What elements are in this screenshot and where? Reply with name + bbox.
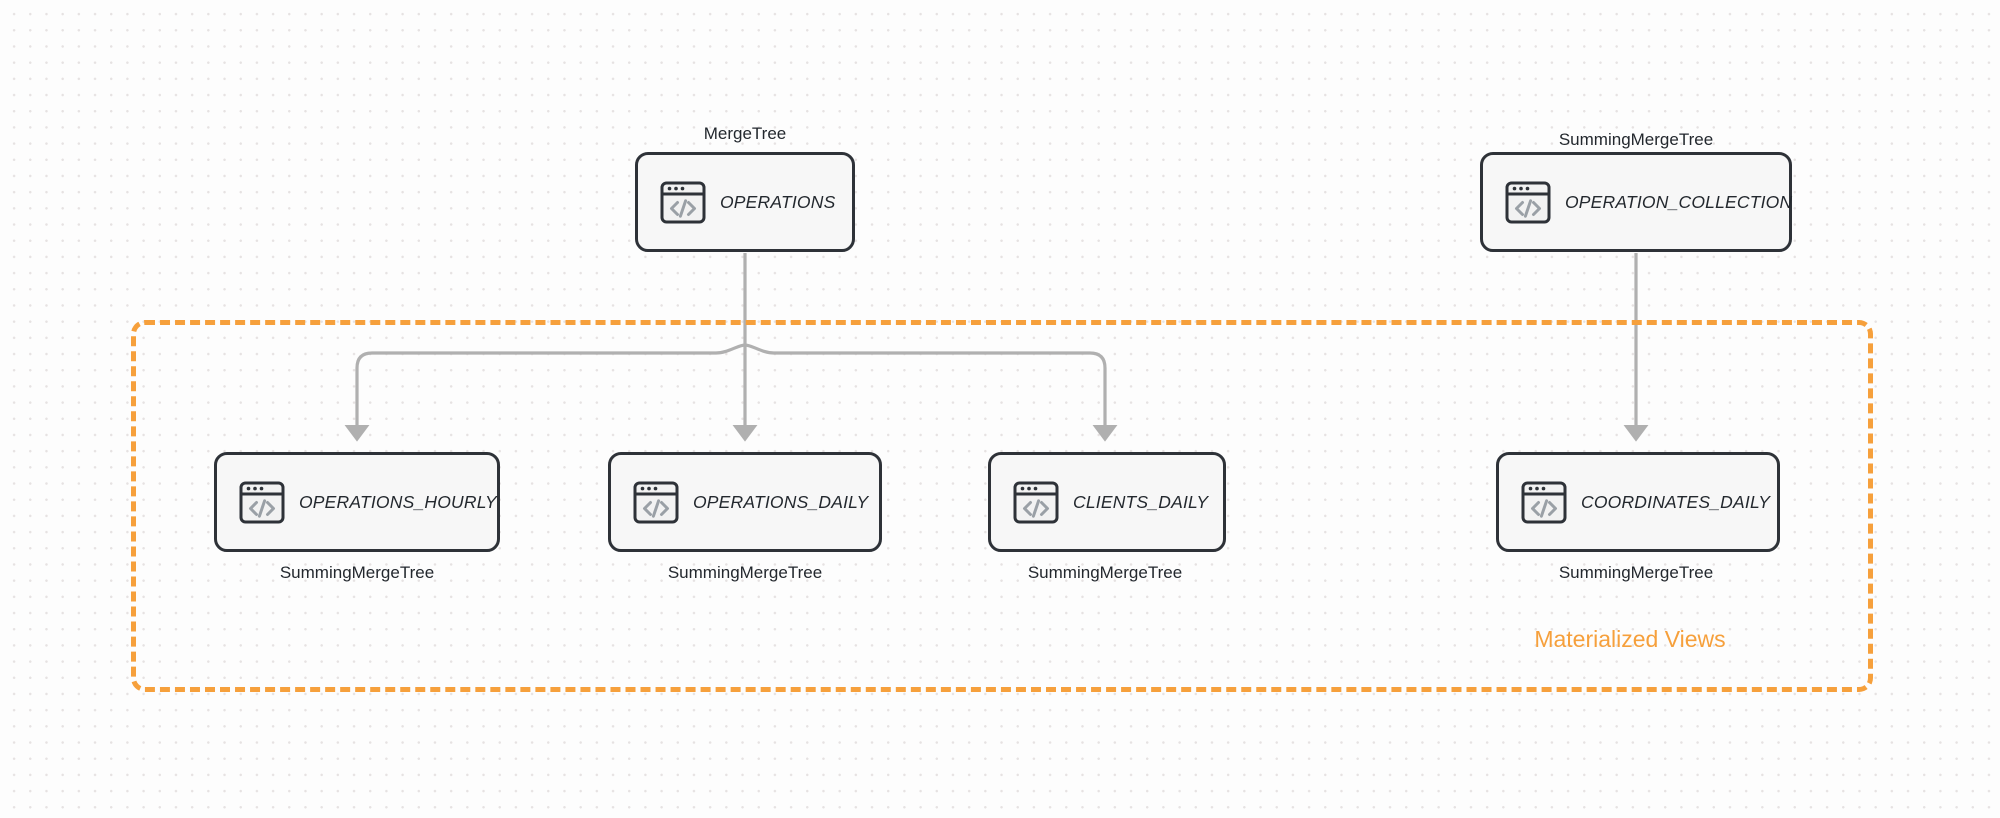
code-window-icon bbox=[1505, 181, 1551, 224]
node-operations-hourly-label: OPERATIONS_HOURLY bbox=[299, 491, 497, 512]
code-window-icon bbox=[1521, 481, 1567, 524]
caption-operation-collection-engine: SummingMergeTree bbox=[1558, 130, 1714, 149]
materialized-views-group-label: Materialized Views bbox=[1534, 626, 1726, 652]
code-window-icon bbox=[660, 181, 706, 224]
node-clients-daily-label: CLIENTS_DAILY bbox=[1073, 491, 1209, 512]
caption-coordinates-daily-engine: SummingMergeTree bbox=[1558, 563, 1714, 582]
node-clients-daily[interactable]: CLIENTS_DAILY bbox=[988, 452, 1226, 552]
code-window-icon bbox=[239, 481, 285, 524]
node-operation-collection[interactable]: OPERATION_COLLECTION bbox=[1480, 152, 1792, 252]
node-operations-daily[interactable]: OPERATIONS_DAILY bbox=[608, 452, 882, 552]
node-operations[interactable]: OPERATIONS bbox=[635, 152, 855, 252]
code-window-icon bbox=[633, 481, 679, 524]
caption-clients-daily-engine: SummingMergeTree bbox=[1027, 563, 1183, 582]
caption-operations-hourly-engine: SummingMergeTree bbox=[279, 563, 435, 582]
node-coordinates-daily-label: COORDINATES_DAILY bbox=[1581, 491, 1771, 512]
caption-operations-daily-engine: SummingMergeTree bbox=[667, 563, 823, 582]
node-operations-hourly[interactable]: OPERATIONS_HOURLY bbox=[214, 452, 500, 552]
node-operations-daily-label: OPERATIONS_DAILY bbox=[693, 491, 869, 512]
materialized-views-group bbox=[131, 320, 1873, 692]
node-operations-label: OPERATIONS bbox=[720, 191, 836, 212]
node-operation-collection-label: OPERATION_COLLECTION bbox=[1565, 191, 1793, 212]
node-coordinates-daily[interactable]: COORDINATES_DAILY bbox=[1496, 452, 1780, 552]
code-window-icon bbox=[1013, 481, 1059, 524]
caption-operations-engine: MergeTree bbox=[703, 124, 787, 143]
